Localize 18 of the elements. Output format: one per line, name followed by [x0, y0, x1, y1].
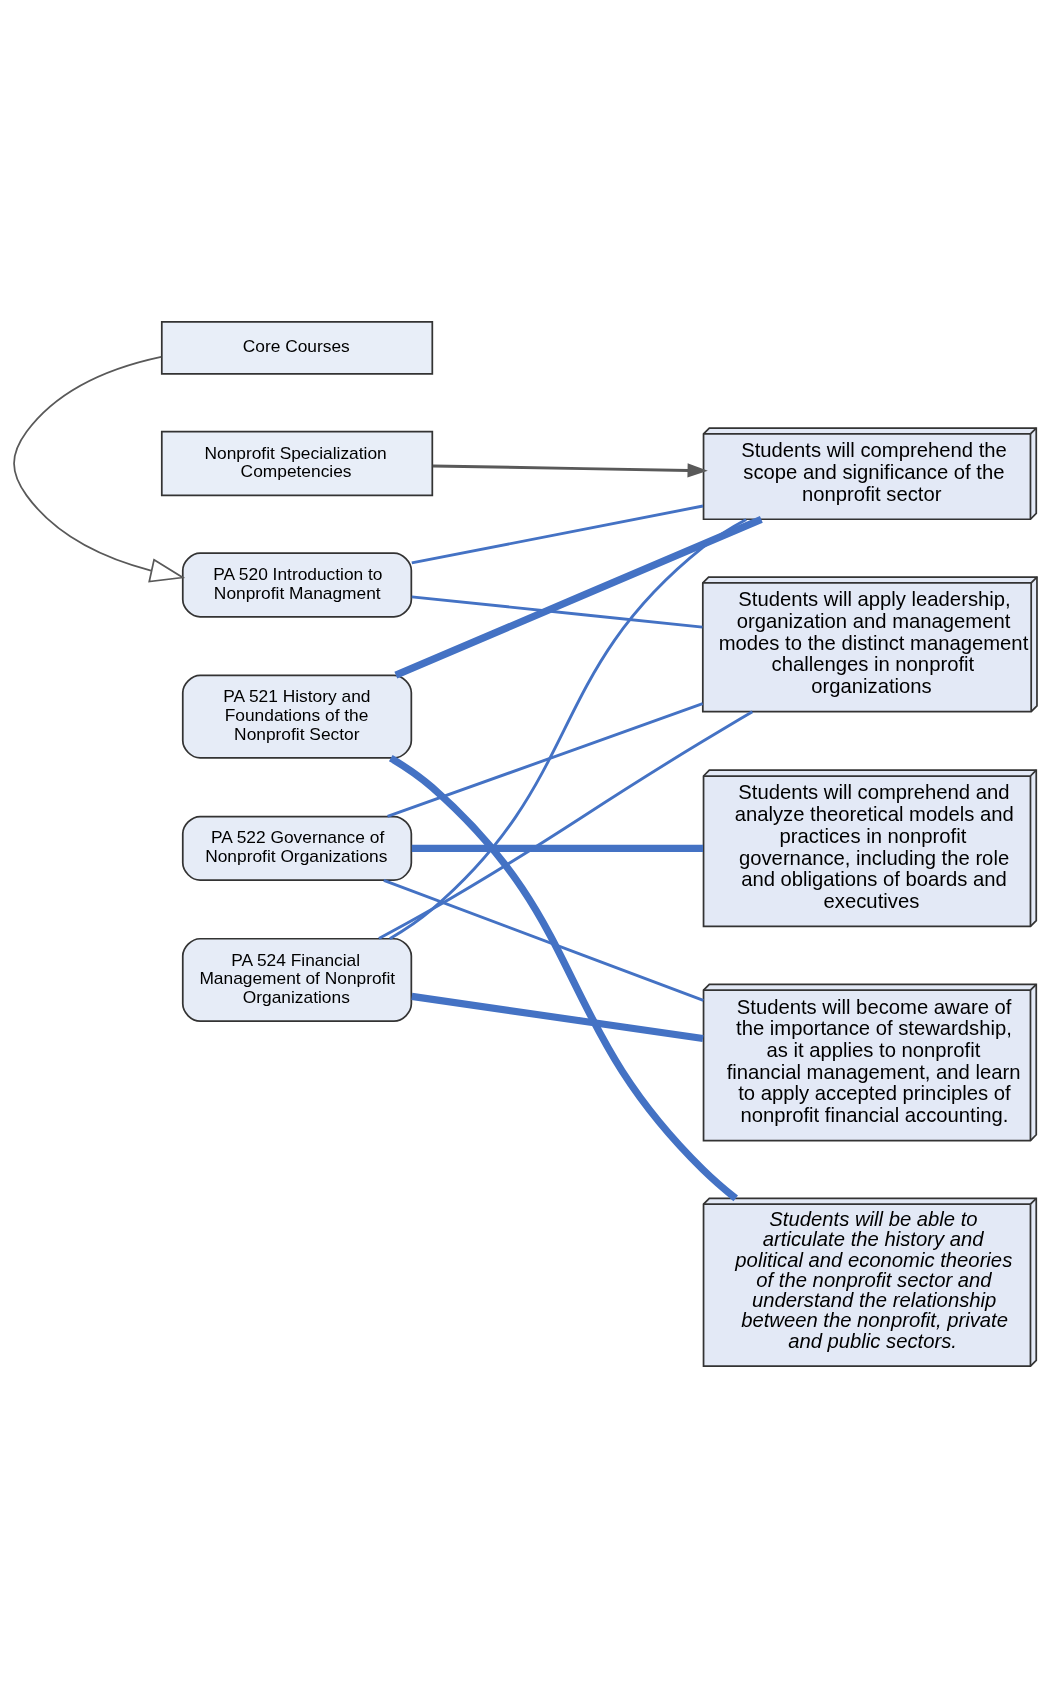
- node-box: PA 522 Governance of Nonprofit Organizations: [181, 815, 413, 881]
- node-box: Core Courses: [160, 320, 434, 375]
- connector: [411, 504, 704, 564]
- connector: [389, 517, 747, 940]
- connector: [378, 710, 754, 940]
- connector: [411, 844, 703, 852]
- node-box: Nonprofit Specialization Competencies: [160, 430, 434, 496]
- connector: [394, 515, 763, 679]
- node-box: PA 520 Introduction to Nonprofit Managment: [181, 551, 413, 618]
- connector: [383, 878, 704, 1002]
- arrow: [13, 355, 186, 583]
- connector: [411, 992, 704, 1042]
- node-box: PA 524 Financial Management of Nonprofit Organizations: [181, 937, 413, 1022]
- arrow: [432, 462, 708, 478]
- connector: [411, 594, 703, 629]
- connector: [388, 754, 738, 1201]
- node-box: PA 521 History and Foundations of the Nonprofit Sector: [181, 674, 413, 759]
- connector: [387, 701, 704, 818]
